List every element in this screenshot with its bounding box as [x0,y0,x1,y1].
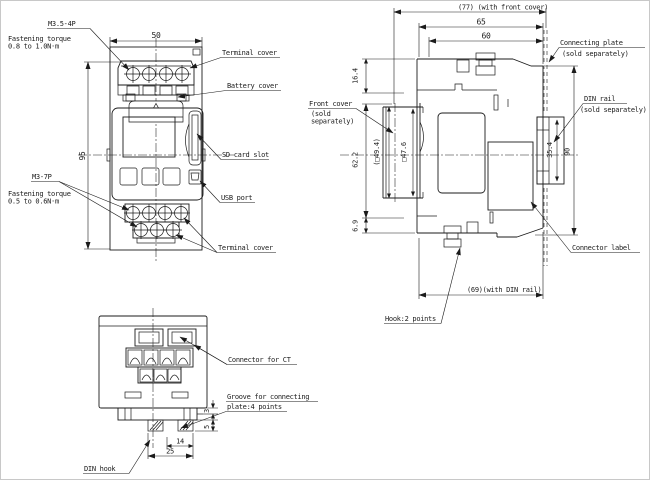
terminal-screw [140,65,158,83]
terminal-screw [140,204,158,222]
panel-block-side [437,112,486,194]
lower-slot [489,211,494,224]
m35-label: M3.5-4P [48,20,75,28]
battery-cover-label: Battery cover [227,82,278,90]
vent-slot [493,94,499,111]
foot-left [147,419,164,432]
dim-5-label: 5 [203,425,211,429]
dim-90: 90 [535,65,578,236]
terminal-screw [124,204,142,222]
dim-5: 5 [195,419,218,432]
dim-65: 65 [418,18,544,57]
dim-47-6: □47.6 [400,108,415,197]
connector-label-block [487,141,534,211]
dim-69-rail-label: (69)(with DIN rail) [467,286,541,294]
dim-47-6-label: □47.6 [400,142,408,162]
dim-77-label: (77) (with front cover) [458,4,548,12]
dim-16-4: 16.4 [352,58,415,94]
groove-label-2: plate:4 points [227,403,282,411]
terminal-screw [173,65,191,83]
bottom-hook-latch [443,221,479,248]
dim-65-label: 65 [476,18,486,27]
dim-35-4: 35.4 [546,119,559,182]
top-hook-latch [456,52,496,76]
m35-torque-label-2: 0.8 to 1.0N·m [8,43,59,51]
connecting-plate-label-1: Connecting plate [560,39,623,47]
front-panel [111,107,204,201]
front-body-outline [106,46,206,251]
slot-right [171,391,189,399]
dim-60: 60 [428,23,544,64]
terminal-screw [132,221,150,239]
dim-62-2: 62.2 [352,103,404,219]
terminal-screw [124,65,142,83]
groove-label-1: Groove for connecting [227,393,309,401]
front-cover-label-3: separately) [311,118,354,126]
button [141,167,160,186]
connector-label-label: Connector label [572,244,631,252]
slot-left [124,391,142,399]
dim-6-9-label: 6.9 [352,220,360,232]
din-rail-profile [536,116,565,185]
front-cover-label-1: Front cover [309,100,352,108]
side-labels: Connecting plate (sold separately) DIN r… [308,39,647,324]
dim-49-4: (□49.4) [373,106,391,199]
front-cover-label-2: (sold [311,110,331,118]
terminal-cover-bottom-label: Terminal cover [218,244,273,252]
dim-77: (77) (with front cover) [393,4,548,104]
usb-port-label: USB port [221,194,252,202]
front-labels: M3.5-4P Fastening torque 0.8 to 1.0N·m T… [8,20,281,253]
terminal-screw [157,65,175,83]
dim-height-label: 95 [78,151,87,161]
din-foot [117,407,203,432]
connecting-plate-outline [543,30,548,266]
m3-label: M3-7P [32,173,52,181]
din-rail-label-1: DIN rail [584,95,615,103]
din-rail-label-2: (sold separately) [580,106,647,114]
bottom-labels: Connector for CT Groove for connecting p… [83,336,318,474]
dim-35-4-label: 35.4 [546,142,554,158]
usb-port [188,169,202,185]
front-view: 50 95 M3.5-4P Fastening torque 0.8 to 1.… [8,20,281,262]
terminal-row-2 [137,366,182,384]
hook-label: Hook:2 points [385,315,436,323]
din-hook-label: DIN hook [84,465,116,473]
dim-50: 50 [109,31,203,47]
dim-6-9: 6.9 [352,217,415,234]
dim-62-2-label: 62.2 [352,152,360,168]
dim-16-4-label: 16.4 [352,68,360,84]
connecting-plate-label-2: (sold separately) [562,50,629,58]
m35-torque-label-1: Fastening torque [8,35,71,43]
terminal-screws-top [124,65,191,83]
terminal-screw [148,221,166,239]
dim-60-label: 60 [481,32,491,41]
dim-3-label: 3 [203,409,211,413]
dim-69-rail: (69)(with DIN rail) [418,232,544,299]
side-view: (77) (with front cover) 65 60 16.4 62.2 [308,4,647,324]
terminal-cover-top-label: Terminal cover [222,49,277,57]
dim-95: 95 [78,61,121,250]
dim-14-label: 14 [176,438,184,446]
lcd-screen [122,116,176,158]
button [119,167,138,186]
terminal-screws-bottom [124,204,190,239]
dim-25-label: 25 [166,448,174,456]
m3-torque-label-1: Fastening torque [8,190,71,198]
dim-width-label: 50 [151,31,161,40]
terminal-screw [172,204,190,222]
dim-49-4-label: (□49.4) [373,138,381,165]
ct-connectors [134,328,197,347]
m3-torque-label-2: 0.5 to 0.6N·m [8,198,59,206]
button [162,167,181,186]
terminal-screw [164,221,182,239]
ct-connector-label: Connector for CT [228,356,292,364]
terminal-screw [156,204,174,222]
dim-90-label: 90 [564,148,572,156]
bottom-view: 3 5 14 25 Connector for CT Groove for co [83,308,318,474]
sd-slot-label: SD card slot [222,151,269,159]
foot-right [177,419,194,432]
